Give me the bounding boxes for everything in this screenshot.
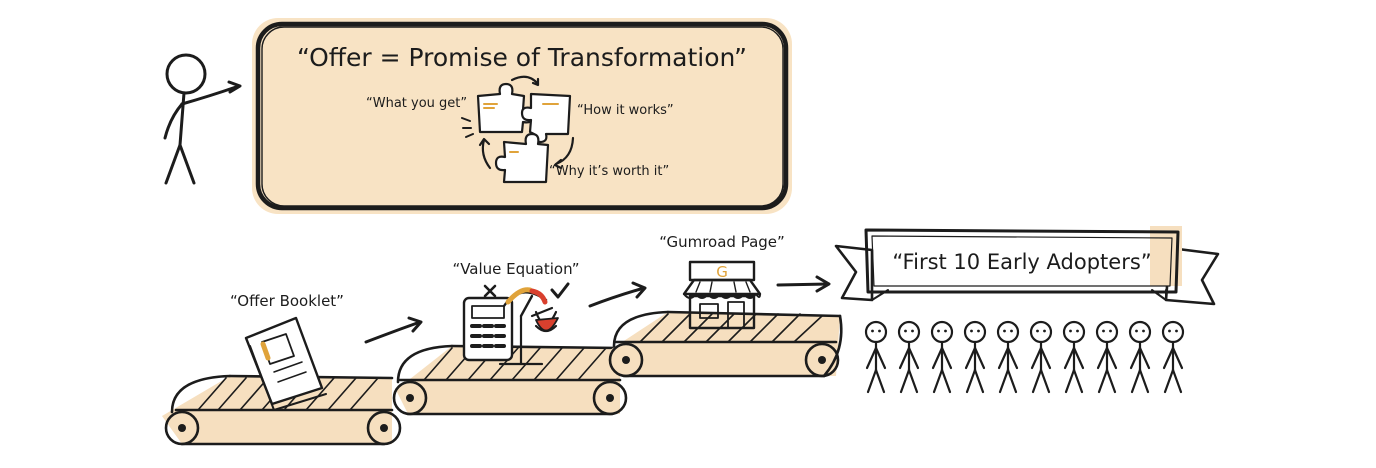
- adopter-stick-figure: [897, 320, 921, 394]
- adopter-stick-figure: [1128, 320, 1152, 394]
- early-adopters-crowd: [864, 320, 1185, 394]
- title-text: “Offer = Promise of Transformation”: [297, 43, 747, 72]
- adopter-stick-figure: [996, 320, 1020, 394]
- cross-icon: [483, 284, 497, 298]
- cycle-arrows-icon: [461, 75, 575, 170]
- adopter-stick-figure: [864, 320, 888, 394]
- storefront-icon: G: [682, 260, 762, 330]
- gauge-icon: [502, 287, 548, 318]
- presenter-stick-figure: [163, 53, 242, 185]
- adopter-stick-figure: [1062, 320, 1086, 394]
- adopter-stick-figure: [930, 320, 954, 394]
- store-sign-letter: G: [716, 263, 728, 281]
- booklet-icon: [244, 316, 327, 411]
- arrow-1-icon: [364, 316, 423, 344]
- piece-label-what-you-get: “What you get”: [366, 96, 467, 111]
- step-label-gumroad-page: “Gumroad Page”: [659, 233, 785, 251]
- step-label-value-equation: “Value Equation”: [452, 260, 579, 278]
- adopter-stick-figure: [963, 320, 987, 394]
- check-icon: [550, 282, 570, 299]
- piece-label-why-its-worth-it: “Why it’s worth it”: [549, 164, 669, 179]
- adopter-stick-figure: [1161, 320, 1185, 394]
- calculator-icon: [462, 296, 514, 362]
- arrow-3-icon: [776, 275, 831, 293]
- scale-icon: [498, 306, 559, 366]
- banner-text: “First 10 Early Adopters”: [892, 250, 1151, 274]
- adopter-stick-figure: [1029, 320, 1053, 394]
- title-box: “Offer = Promise of Transformation” “Wha…: [252, 18, 792, 214]
- calculator-scale-icon: [462, 282, 570, 366]
- puzzle-pieces-icon: [476, 82, 572, 184]
- banner-ribbon: “First 10 Early Adopters”: [834, 226, 1220, 306]
- piece-label-how-it-works: “How it works”: [577, 103, 674, 118]
- adopter-stick-figure: [1095, 320, 1119, 394]
- arrow-2-icon: [588, 281, 647, 308]
- conveyor-belt-3: [608, 310, 843, 378]
- step-label-offer-booklet: “Offer Booklet”: [230, 292, 344, 310]
